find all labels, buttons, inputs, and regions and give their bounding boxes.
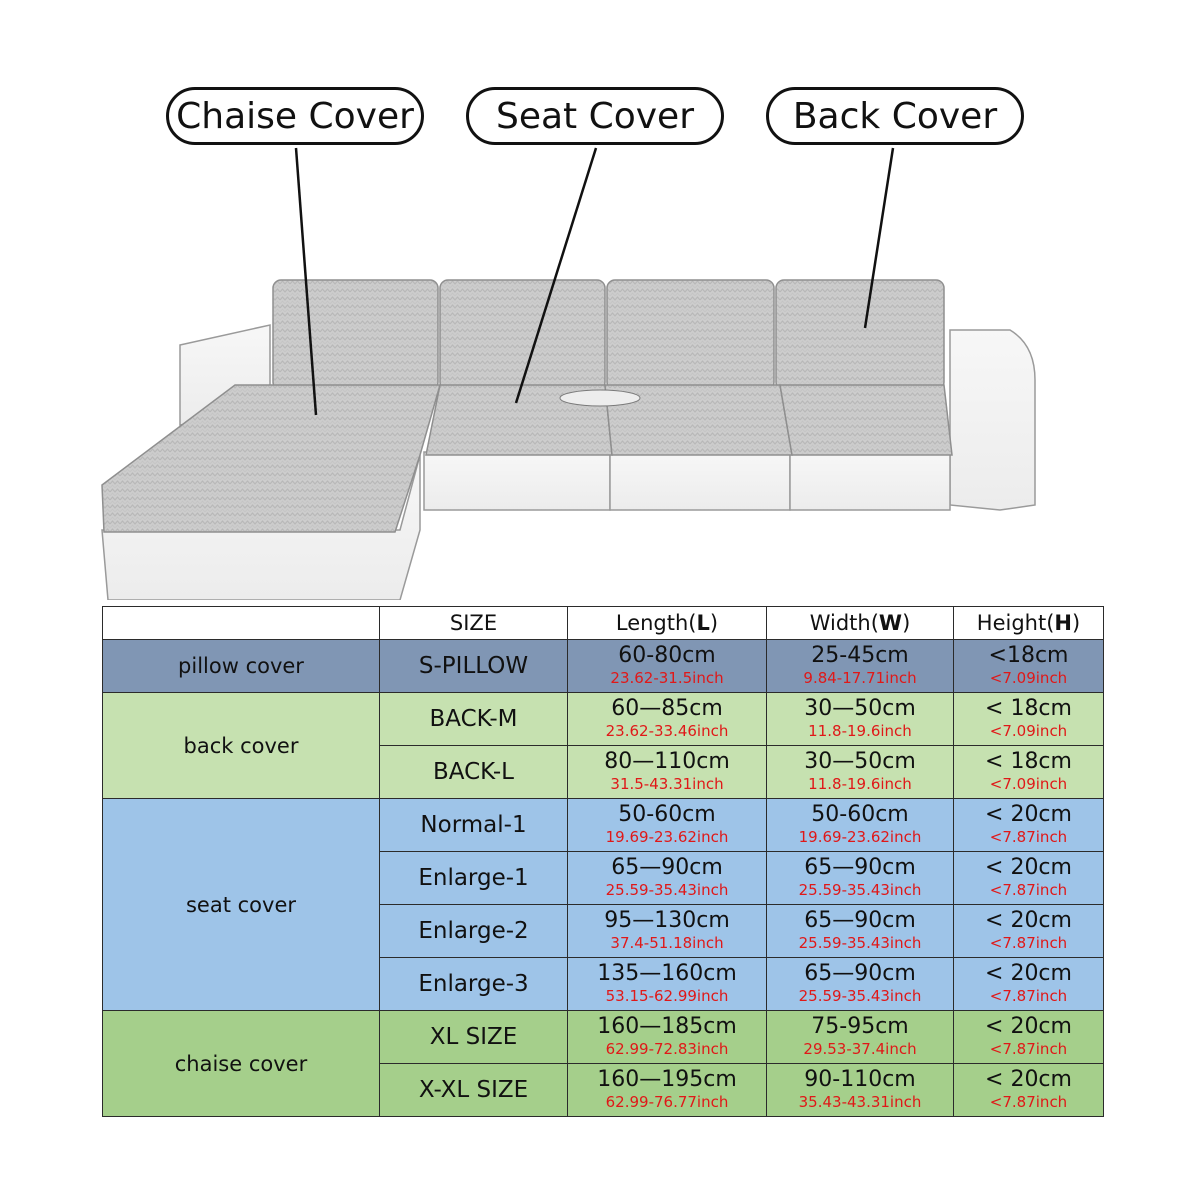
height-cell: < 20cm<7.87inch: [953, 1010, 1104, 1064]
size-cell: Enlarge-2: [379, 904, 568, 958]
header-length: Length(L): [567, 606, 767, 640]
sofa-illustration: Chaise Cover Seat Cover Back Cover: [101, 87, 1036, 601]
back-cushion-2: [439, 279, 606, 391]
back-leader-line: [863, 147, 895, 329]
height-cell: < 20cm<7.87inch: [953, 957, 1104, 1011]
chaise-cover-callout: Chaise Cover: [166, 87, 424, 145]
seat-cushion-3: [779, 384, 953, 456]
back-cover-callout: Back Cover: [766, 87, 1024, 145]
category-seat-cover: seat cover: [102, 798, 380, 1011]
seat-leader-line: [514, 147, 598, 404]
chaise-cushion: [101, 384, 441, 533]
back-cushion-3: [606, 279, 775, 391]
chaise-leader-line: [294, 147, 318, 416]
size-cell: Normal-1: [379, 798, 568, 852]
height-cell: < 18cm<7.09inch: [953, 692, 1104, 746]
seat-base-3: [789, 451, 951, 511]
size-cell: XL SIZE: [379, 1010, 568, 1064]
size-cell: Enlarge-3: [379, 957, 568, 1011]
header-width: Width(W): [766, 606, 954, 640]
height-cell: < 20cm<7.87inch: [953, 851, 1104, 905]
header-height: Height(H): [953, 606, 1104, 640]
header-blank: [102, 606, 380, 640]
tray: [559, 389, 641, 407]
category-back-cover: back cover: [102, 692, 380, 799]
seat-base-2: [609, 451, 791, 511]
size-cell: BACK-L: [379, 745, 568, 799]
header-size: SIZE: [379, 606, 568, 640]
height-cell: < 20cm<7.87inch: [953, 904, 1104, 958]
size-cell: BACK-M: [379, 692, 568, 746]
back-cushion-4: [775, 279, 945, 391]
category-pillow-cover: pillow cover: [102, 639, 380, 693]
height-cell: < 20cm<7.87inch: [953, 798, 1104, 852]
size-cell: Enlarge-1: [379, 851, 568, 905]
height-cell: < 18cm<7.09inch: [953, 745, 1104, 799]
height-cell: < 20cm<7.87inch: [953, 1063, 1104, 1117]
size-cell: X-XL SIZE: [379, 1063, 568, 1117]
seat-cover-callout: Seat Cover: [466, 87, 724, 145]
right-arm: [949, 329, 1036, 511]
table-header-row: SIZE Length(L) Width(W) Height(H): [102, 606, 1104, 640]
back-cushion-1: [272, 279, 439, 391]
size-table: SIZE Length(L) Width(W) Height(H) pillow…: [102, 606, 1104, 1117]
category-chaise-cover: chaise cover: [102, 1010, 380, 1117]
height-cell: <18cm<7.09inch: [953, 639, 1104, 693]
seat-base-1: [423, 451, 611, 511]
size-cell: S-PILLOW: [379, 639, 568, 693]
sofa-drawing: [101, 147, 1036, 601]
